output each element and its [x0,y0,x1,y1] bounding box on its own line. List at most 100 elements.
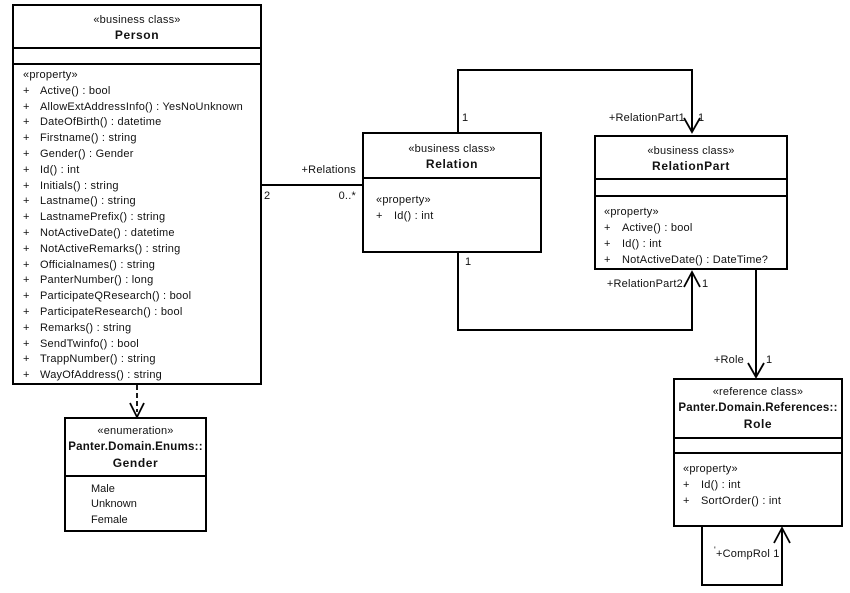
comprol-association-label: '+CompRol 1 [714,544,780,560]
relationpart2-relationpart-multiplicity: 1 [702,278,709,290]
property-signature: Id() : int [394,210,434,222]
property-signature: ParticipateResearch() : bool [40,305,183,318]
visibility-marker: + [23,226,30,239]
property-row: + SendTwinfo() : bool [23,337,258,353]
property-stereotype-header: «property» [23,69,78,81]
visibility-marker: + [23,290,30,303]
person-class-box: «business class» Person «property» + Act… [12,4,262,385]
comprol-name: +CompRol 1 [715,548,780,560]
property-row: + Initials() : string [23,179,258,195]
relation-class-name: Relation [425,157,479,171]
property-signature: AllowExtAddressInfo() : YesNoUnknown [40,100,243,113]
gender-enum-name: Gender [112,456,159,470]
visibility-marker: + [23,211,30,224]
property-row: + Id() : int [376,208,538,224]
visibility-marker: + [23,337,30,350]
person-property-list: + Active() : bool + AllowExtAddressInfo(… [23,84,258,383]
property-signature: DateOfBirth() : datetime [40,116,162,129]
person-class-name: Person [114,28,160,42]
relationpart2-association-name: +RelationPart2 [606,278,683,290]
visibility-marker: + [23,132,30,145]
property-row: + Id() : int [604,236,784,252]
visibility-marker: + [604,238,611,250]
visibility-marker: + [23,147,30,160]
visibility-marker: + [23,242,30,255]
role-properties-section: «property» + Id() : int + SortOrder() : … [675,452,841,525]
gender-namespace: Panter.Domain.Enums:: [68,441,203,453]
relationpart1-association-name: +RelationPart1 [608,112,685,124]
property-signature: SortOrder() : int [701,495,782,507]
role-namespace: Panter.Domain.References:: [678,402,838,414]
property-row: + ParticipateResearch() : bool [23,305,258,321]
property-signature: Id() : int [701,479,741,491]
property-row: + Lastname() : string [23,194,258,210]
visibility-marker: + [23,321,30,334]
visibility-marker: + [683,495,690,507]
property-row: + Gender() : Gender [23,147,258,163]
role-property-list: + Id() : int + SortOrder() : int [683,477,839,509]
gender-values-section: Male Unknown Female [66,475,205,530]
property-row: + TrappNumber() : string [23,352,258,368]
property-row: + Officialnames() : string [23,258,258,274]
visibility-marker: + [683,479,690,491]
role-multiplicity: 1 [766,354,773,366]
person-properties-section: «property» + Active() : bool + AllowExtA… [14,63,260,383]
property-signature: Initials() : string [40,179,119,192]
role-empty-section [675,437,841,452]
property-row: + Id() : int [23,163,258,179]
property-row: + Id() : int [683,477,839,493]
property-row: + NotActiveRemarks() : string [23,242,258,258]
person-empty-section [14,47,260,63]
property-stereotype-header: «property» [376,194,431,206]
visibility-marker: + [376,210,383,222]
property-row: + Firstname() : string [23,131,258,147]
property-signature: Id() : int [40,163,80,176]
property-row: + PanterNumber() : long [23,273,258,289]
visibility-marker: + [23,195,30,208]
comprol-prefix-mark: ' [714,545,716,555]
property-row: + WayOfAddress() : string [23,368,258,383]
property-signature: Officialnames() : string [40,258,156,271]
relationpart1-relation-multiplicity: 1 [462,112,469,124]
property-row: + NotActiveDate() : datetime [23,226,258,242]
relationpart2-arrowhead [683,270,701,288]
relation-class-box: «business class» Relation «property» + I… [362,132,542,253]
visibility-marker: + [23,163,30,176]
relation-property-list: + Id() : int [376,208,538,224]
visibility-marker: + [23,258,30,271]
person-title-section: «business class» Person [14,6,260,47]
relationpart-class-box: «business class» RelationPart «property»… [594,135,788,270]
gender-value-list: Male Unknown Female [91,482,203,528]
property-signature: Active() : bool [622,222,693,234]
property-signature: Remarks() : string [40,321,132,334]
gender-enumeration-box: «enumeration» Panter.Domain.Enums:: Gend… [64,417,207,532]
visibility-marker: + [23,179,30,192]
comprol-arrowhead [773,526,791,544]
property-row: + Remarks() : string [23,321,258,337]
visibility-marker: + [23,116,30,129]
property-row: + Active() : bool [604,220,784,236]
property-row: + AllowExtAddressInfo() : YesNoUnknown [23,100,258,116]
visibility-marker: + [23,305,30,318]
relation-title-section: «business class» Relation [364,134,540,177]
property-signature: Active() : bool [40,84,111,97]
relationpart2-relation-multiplicity: 1 [465,256,472,268]
property-row: + NotActiveDate() : DateTime? [604,252,784,268]
role-association-name: +Role [713,354,744,366]
relations-association-name: +Relations [301,164,356,176]
dependency-gender-arrowhead [129,402,145,420]
enum-value: Unknown [91,498,137,511]
property-signature: PanterNumber() : long [40,274,154,287]
property-row: + DateOfBirth() : datetime [23,115,258,131]
visibility-marker: + [604,222,611,234]
property-signature: SendTwinfo() : bool [40,337,139,350]
property-signature: NotActiveRemarks() : string [40,242,181,255]
property-stereotype-header: «property» [604,206,659,218]
visibility-marker: + [23,274,30,287]
role-class-name: Role [743,417,773,431]
property-row: + LastnamePrefix() : string [23,210,258,226]
property-signature: Gender() : Gender [40,147,134,160]
property-row: + SortOrder() : int [683,493,839,509]
property-signature: Id() : int [622,238,662,250]
